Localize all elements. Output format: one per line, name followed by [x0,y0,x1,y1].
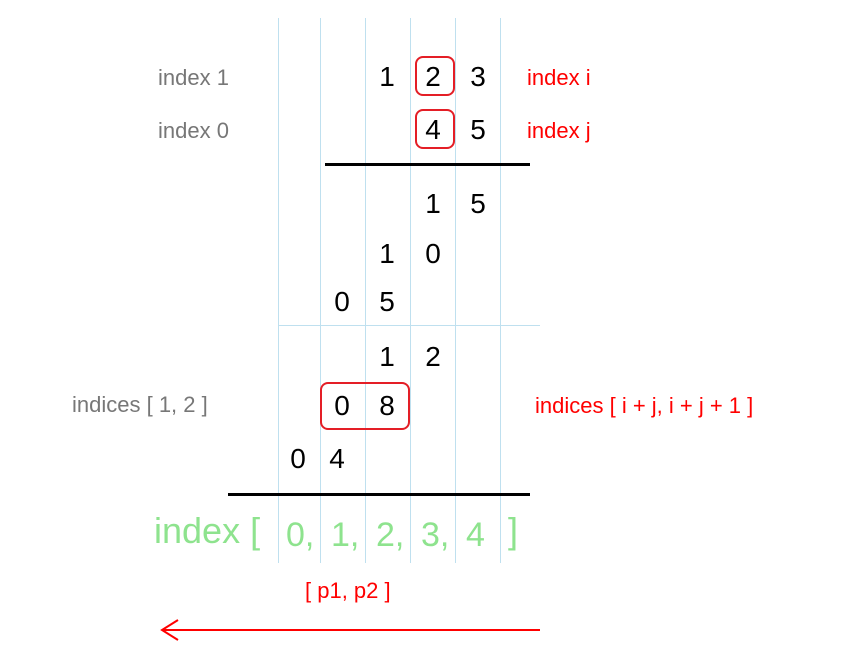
pointer-label: [ p1, p2 ] [305,578,391,603]
grid-line [278,18,279,563]
digit: 4 [425,114,441,145]
label-index-0: index 0 [158,118,229,143]
digit: 1 [379,61,395,92]
sum-rule [228,493,530,496]
product-rule [325,163,530,166]
digit: 1 [379,238,395,269]
index-value: 3, [421,516,450,554]
digit: 5 [470,114,486,145]
digit: 1 [379,341,395,372]
index-row-prefix: index [ [154,510,261,551]
section-divider [278,325,540,326]
digit: 1 [425,188,441,219]
grid-line [500,18,501,563]
digit: 0 [334,390,350,421]
index-value: 2, [376,516,405,554]
digit: 0 [290,443,306,474]
index-value: 0, [286,516,315,554]
digit: 2 [425,341,441,372]
index-value: 1, [331,516,360,554]
digit: 5 [379,286,395,317]
digit-highlight-box [415,56,455,96]
index-row-suffix: ] [508,510,519,551]
grid-line [365,18,366,563]
label-indices: indices [ 1, 2 ] [72,392,208,417]
label-index-i: index i [527,65,591,90]
digit: 5 [470,188,486,219]
digit: 0 [334,286,350,317]
grid-line [455,18,456,563]
digit: 2 [425,61,441,92]
label-indices-formula: indices [ i + j, i + j + 1 ] [535,393,754,418]
product-highlight-box [320,382,410,430]
grid-line [320,18,321,563]
label-index-j: index j [527,118,591,143]
grid-line [410,18,411,563]
index-value: 4 [466,516,485,554]
digit: 0 [425,238,441,269]
digit-highlight-box [415,109,455,149]
digit: 3 [470,61,486,92]
digit: 8 [379,390,395,421]
label-index-1: index 1 [158,65,229,90]
digit: 4 [329,443,345,474]
